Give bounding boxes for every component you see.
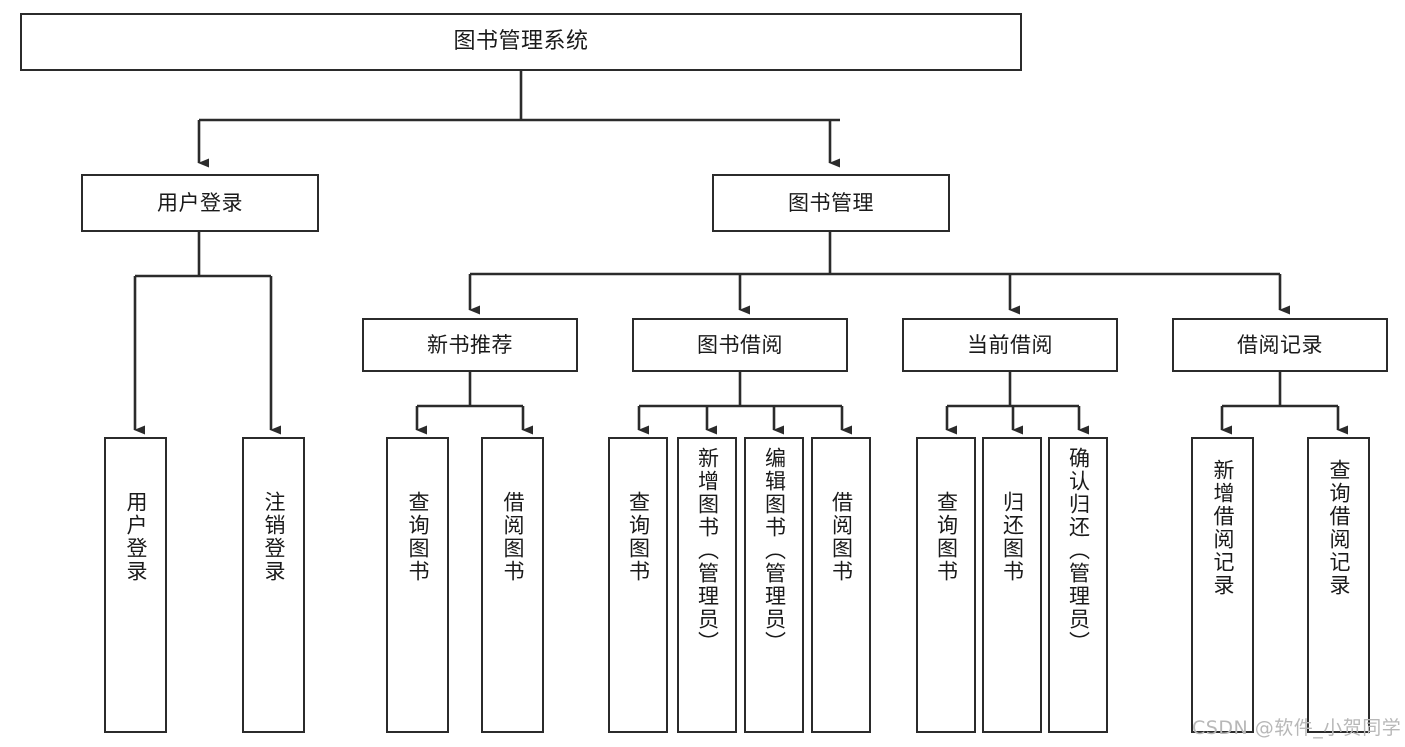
leaf-borrow-book-1[interactable]: 借阅图书 xyxy=(481,437,544,733)
node-label: 借阅图书 xyxy=(501,491,526,583)
node-label: 确认归还（管理员） xyxy=(1066,447,1091,654)
node-label: 借阅图书 xyxy=(829,491,854,583)
node-book-borrow[interactable]: 图书借阅 xyxy=(632,318,848,372)
leaf-user-login[interactable]: 用户登录 xyxy=(104,437,167,733)
node-label: 图书借阅 xyxy=(697,332,783,357)
leaf-edit-book[interactable]: 编辑图书（管理员） xyxy=(744,437,804,733)
node-label: 借阅记录 xyxy=(1237,332,1323,357)
node-label: 注销登录 xyxy=(262,491,287,583)
node-label: 图书管理系统 xyxy=(453,29,589,55)
leaf-return-book[interactable]: 归还图书 xyxy=(982,437,1042,733)
node-label: 编辑图书（管理员） xyxy=(762,447,787,654)
node-user-login[interactable]: 用户登录 xyxy=(81,174,319,232)
leaf-query-book-1[interactable]: 查询图书 xyxy=(386,437,449,733)
node-current-borrow[interactable]: 当前借阅 xyxy=(902,318,1118,372)
leaf-query-book-2[interactable]: 查询图书 xyxy=(608,437,668,733)
node-label: 新增图书（管理员） xyxy=(695,447,720,654)
node-label: 新增借阅记录 xyxy=(1211,459,1236,597)
node-label: 用户登录 xyxy=(157,190,243,215)
leaf-query-record[interactable]: 查询借阅记录 xyxy=(1307,437,1370,733)
leaf-add-book[interactable]: 新增图书（管理员） xyxy=(677,437,737,733)
node-label: 新书推荐 xyxy=(427,332,513,357)
node-label: 查询图书 xyxy=(406,491,431,583)
node-label: 图书管理 xyxy=(788,190,874,215)
node-label: 查询图书 xyxy=(626,491,651,583)
node-label: 查询图书 xyxy=(934,491,959,583)
node-label: 用户登录 xyxy=(124,491,149,583)
node-borrow-record[interactable]: 借阅记录 xyxy=(1172,318,1388,372)
leaf-logout-login[interactable]: 注销登录 xyxy=(242,437,305,733)
leaf-query-book-3[interactable]: 查询图书 xyxy=(916,437,976,733)
leaf-borrow-book-2[interactable]: 借阅图书 xyxy=(811,437,871,733)
node-book-manage[interactable]: 图书管理 xyxy=(712,174,950,232)
leaf-confirm-return[interactable]: 确认归还（管理员） xyxy=(1048,437,1108,733)
node-root-system[interactable]: 图书管理系统 xyxy=(20,13,1022,71)
leaf-add-record[interactable]: 新增借阅记录 xyxy=(1191,437,1254,733)
node-label: 查询借阅记录 xyxy=(1327,459,1352,597)
node-label: 当前借阅 xyxy=(967,332,1053,357)
node-label: 归还图书 xyxy=(1000,491,1025,583)
node-new-book-recommend[interactable]: 新书推荐 xyxy=(362,318,578,372)
